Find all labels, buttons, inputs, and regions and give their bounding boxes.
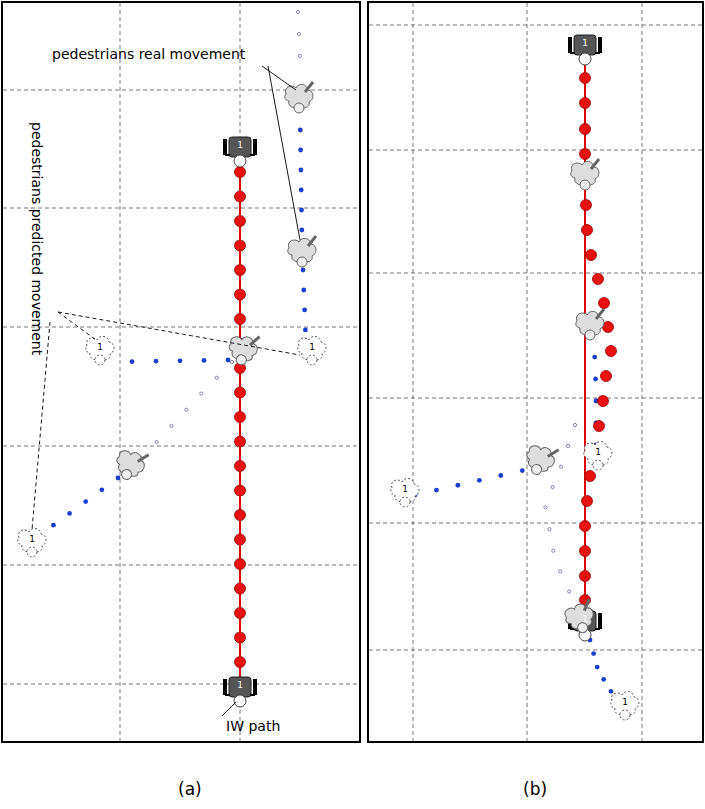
predicted-pedestrian [298,336,326,365]
pedestrian-figure [111,445,148,484]
grid [3,3,702,741]
icon-number: 1 [622,698,628,708]
icon-number: 1 [237,141,243,151]
pedestrian-trajectory [51,10,613,693]
panel-frame [368,2,703,742]
wheelchair-icon [570,35,600,65]
leader-line [32,312,300,530]
icon-number: 1 [29,535,35,545]
pedestrian-figure [576,309,604,340]
icon-number: 1 [582,39,588,49]
predicted-pedestrian [86,336,114,365]
pedestrian-figure [288,236,316,267]
pedestrian-figure [521,440,558,479]
wheelchair-icon [225,137,255,167]
predicted-pedestrian [391,478,419,507]
predicted-pedestrian [611,691,639,720]
predicted-pedestrian [584,441,612,470]
pedestrian-figure [226,332,259,367]
pedestrian-figure [562,599,597,636]
wheelchair-icon [225,677,255,707]
callout-label: IW path [226,719,280,734]
panel-label: (b) [523,780,547,799]
icon-number: 1 [595,448,601,458]
panel-frame [2,2,360,742]
icon-number: 1 [237,681,243,691]
panel-label: (a) [178,780,202,799]
callout-label: pedestrians predicted movement [29,122,44,355]
predicted-pedestrian [18,528,46,557]
iw-path [235,55,617,705]
callout-label: pedestrians real movement [52,47,245,62]
icon-number: 1 [582,615,588,625]
pedestrian-figure [571,159,599,190]
icon-number: 1 [97,343,103,353]
icon-number: 1 [402,485,408,495]
pedestrian-figure [285,82,313,113]
leader-line [222,66,300,716]
icon-number: 1 [309,343,315,353]
